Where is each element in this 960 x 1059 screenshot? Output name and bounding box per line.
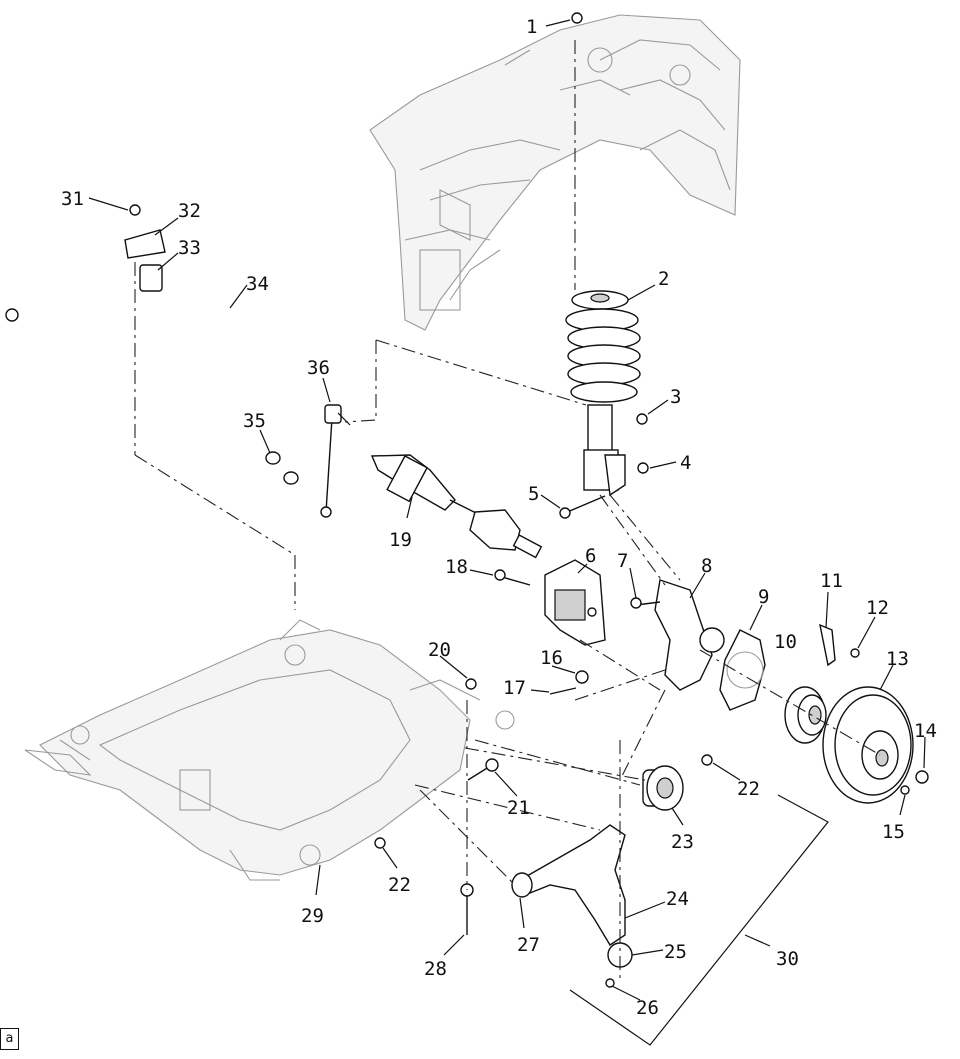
callout-10: 10 [774,631,797,653]
callout-19: 19 [389,529,412,551]
callout-29: 29 [301,905,324,927]
assembly-lines [134,262,881,980]
view-tag: a [0,1028,19,1050]
callout-7: 7 [617,550,628,572]
stabilizer-link [320,404,351,518]
brake-caliper [544,559,606,646]
brake-rotor [822,686,914,804]
subframe [24,619,515,881]
callout-2: 2 [658,268,669,290]
callout-9: 9 [758,586,769,608]
callout-6: 6 [585,545,596,567]
stabilizer-shaft [5,204,304,485]
callout-32: 32 [178,200,201,222]
callout-18: 18 [445,556,468,578]
callout-35: 35 [243,410,266,432]
callout-15: 15 [882,821,905,843]
callout-5: 5 [528,483,539,505]
callout-3: 3 [670,386,681,408]
lower-control-arm [511,824,633,988]
drive-axle [370,454,543,559]
callout-16: 16 [540,647,563,669]
callout-21: 21 [507,797,530,819]
callout-11: 11 [820,570,843,592]
callout-14: 14 [914,720,937,742]
callout-27: 27 [517,934,540,956]
callout-24: 24 [666,888,689,910]
callout-36: 36 [307,357,330,379]
callout-28: 28 [424,958,447,980]
callout-26: 26 [636,997,659,1019]
callout-12: 12 [866,597,889,619]
strut-assembly [565,40,641,497]
callout-33: 33 [178,237,201,259]
callout-4: 4 [680,452,691,474]
callout-34: 34 [246,273,269,295]
callout-30: 30 [776,948,799,970]
callout-1: 1 [526,16,537,38]
callout-13: 13 [886,648,909,670]
steering-knuckle [574,494,725,781]
assembly-bracket-30 [569,794,829,1046]
callout-22a: 22 [737,778,760,800]
callout-17: 17 [503,677,526,699]
callout-22b: 22 [388,874,411,896]
callout-20: 20 [428,639,451,661]
leader-lines [88,19,926,1001]
callout-25: 25 [664,941,687,963]
callout-31: 31 [61,188,84,210]
callout-8: 8 [701,555,712,577]
callout-labels: 1 2 3 4 5 6 7 8 9 10 11 12 13 14 15 16 1… [61,16,937,1019]
body-structure [369,14,741,331]
splash-shield [719,629,766,711]
hub-bearing [784,623,836,744]
callout-23: 23 [671,831,694,853]
control-arm-bushing [642,765,684,811]
fasteners [374,12,929,935]
